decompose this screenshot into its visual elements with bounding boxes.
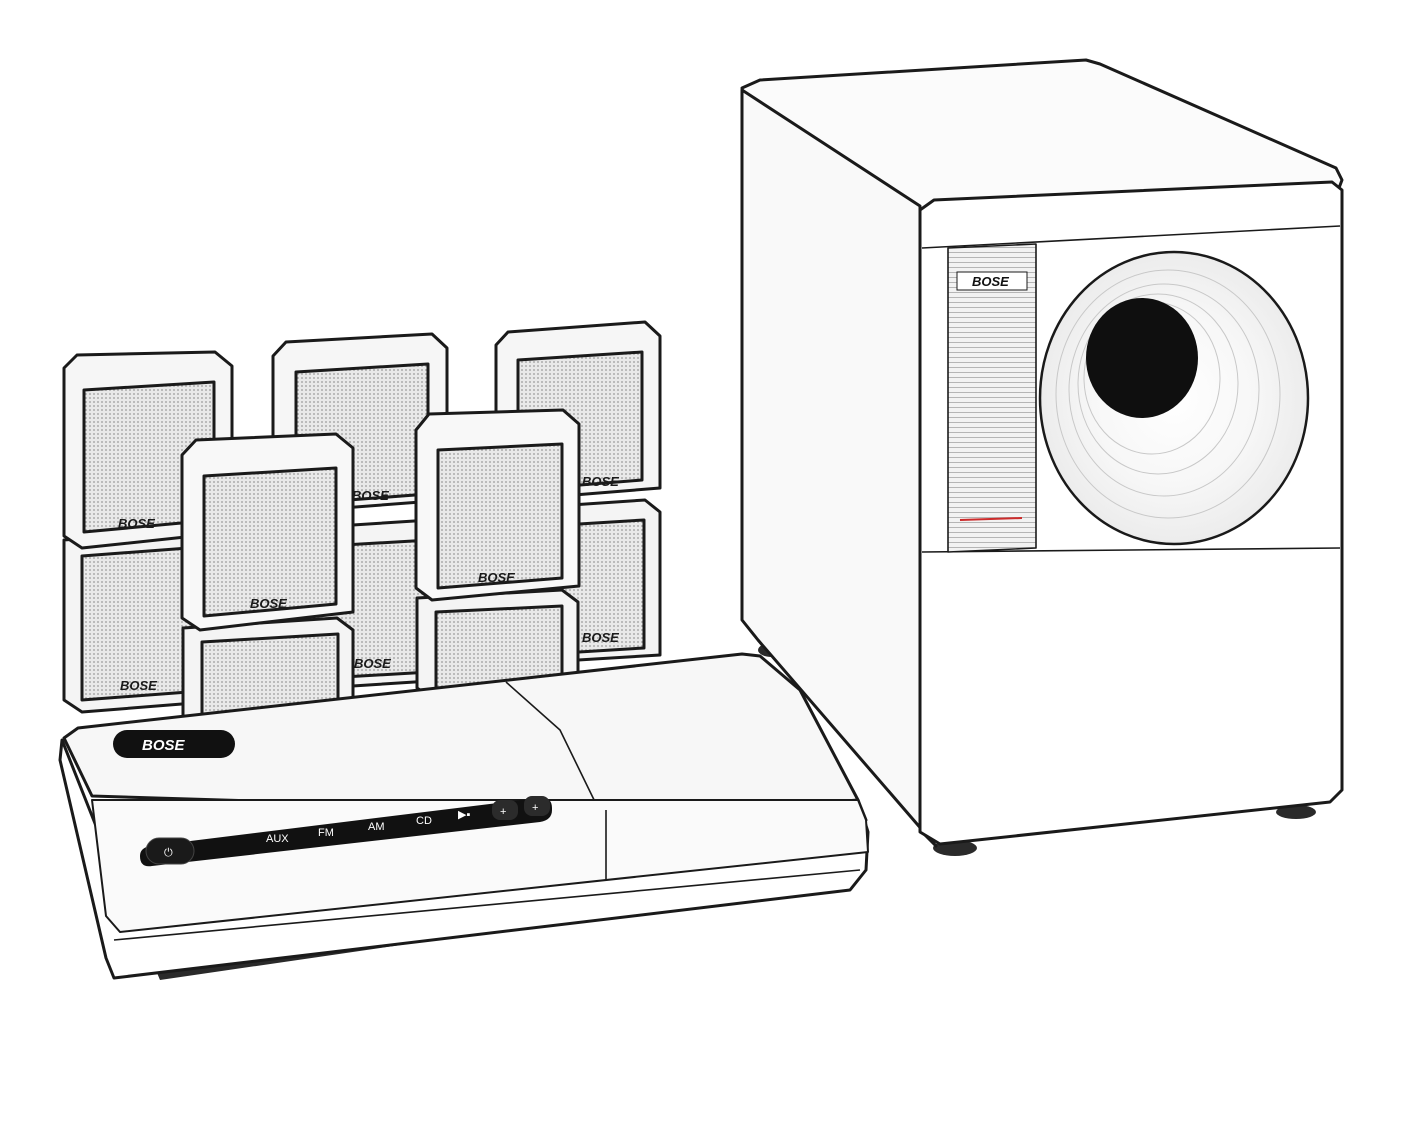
subwoofer-logo: BOSE	[972, 274, 1009, 289]
satellite-speaker-group: BOSE BOSE BOSE BOSE BOSE BOSE BO	[62, 320, 662, 730]
subwoofer-logo-badge	[956, 271, 1028, 291]
media-console: BOSE ⏻ AUX FM AM CD ▶▪	[58, 652, 870, 980]
satellite-speaker-front-left: BOSE	[180, 432, 355, 730]
satellite-logo: BOSE	[478, 570, 515, 585]
power-button[interactable]: ⏻	[145, 837, 195, 865]
volume-down-button[interactable]: +	[492, 800, 518, 820]
satellite-logo: BOSE	[352, 488, 389, 503]
aux-button[interactable]: AUX	[266, 833, 289, 845]
subwoofer-foot	[1276, 805, 1316, 819]
volume-down-label: +	[500, 806, 506, 818]
satellite-logo: BOSE	[118, 516, 155, 531]
volume-up-label: +	[532, 802, 538, 814]
satellite-logo: BOSE	[120, 678, 157, 693]
cd-button[interactable]: CD	[416, 815, 432, 827]
power-icon: ⏻	[164, 847, 173, 859]
cd-label: CD	[416, 815, 432, 827]
play-pause-button[interactable]: ▶▪	[458, 809, 470, 821]
console-logo-badge: BOSE	[113, 730, 235, 758]
satellite-logo: BOSE	[354, 656, 391, 671]
volume-up-button[interactable]: +	[524, 796, 550, 816]
satellite-speaker-front-right: BOSE	[414, 408, 581, 700]
satellite-logo: BOSE	[250, 596, 287, 611]
play-pause-icon: ▶▪	[458, 809, 470, 821]
fm-label: FM	[318, 827, 334, 839]
control-strip: ⏻ AUX FM AM CD ▶▪ + +	[140, 796, 552, 867]
satellite-logo: BOSE	[582, 630, 619, 645]
subwoofer: BOSE	[740, 58, 1344, 856]
subwoofer-port	[1038, 250, 1310, 546]
satellite-logo: BOSE	[582, 474, 619, 489]
am-label: AM	[368, 821, 385, 833]
console-logo: BOSE	[142, 737, 186, 754]
fm-button[interactable]: FM	[318, 827, 334, 839]
am-button[interactable]: AM	[368, 821, 385, 833]
subwoofer-indicator-line	[959, 517, 1023, 521]
aux-label: AUX	[266, 833, 289, 845]
